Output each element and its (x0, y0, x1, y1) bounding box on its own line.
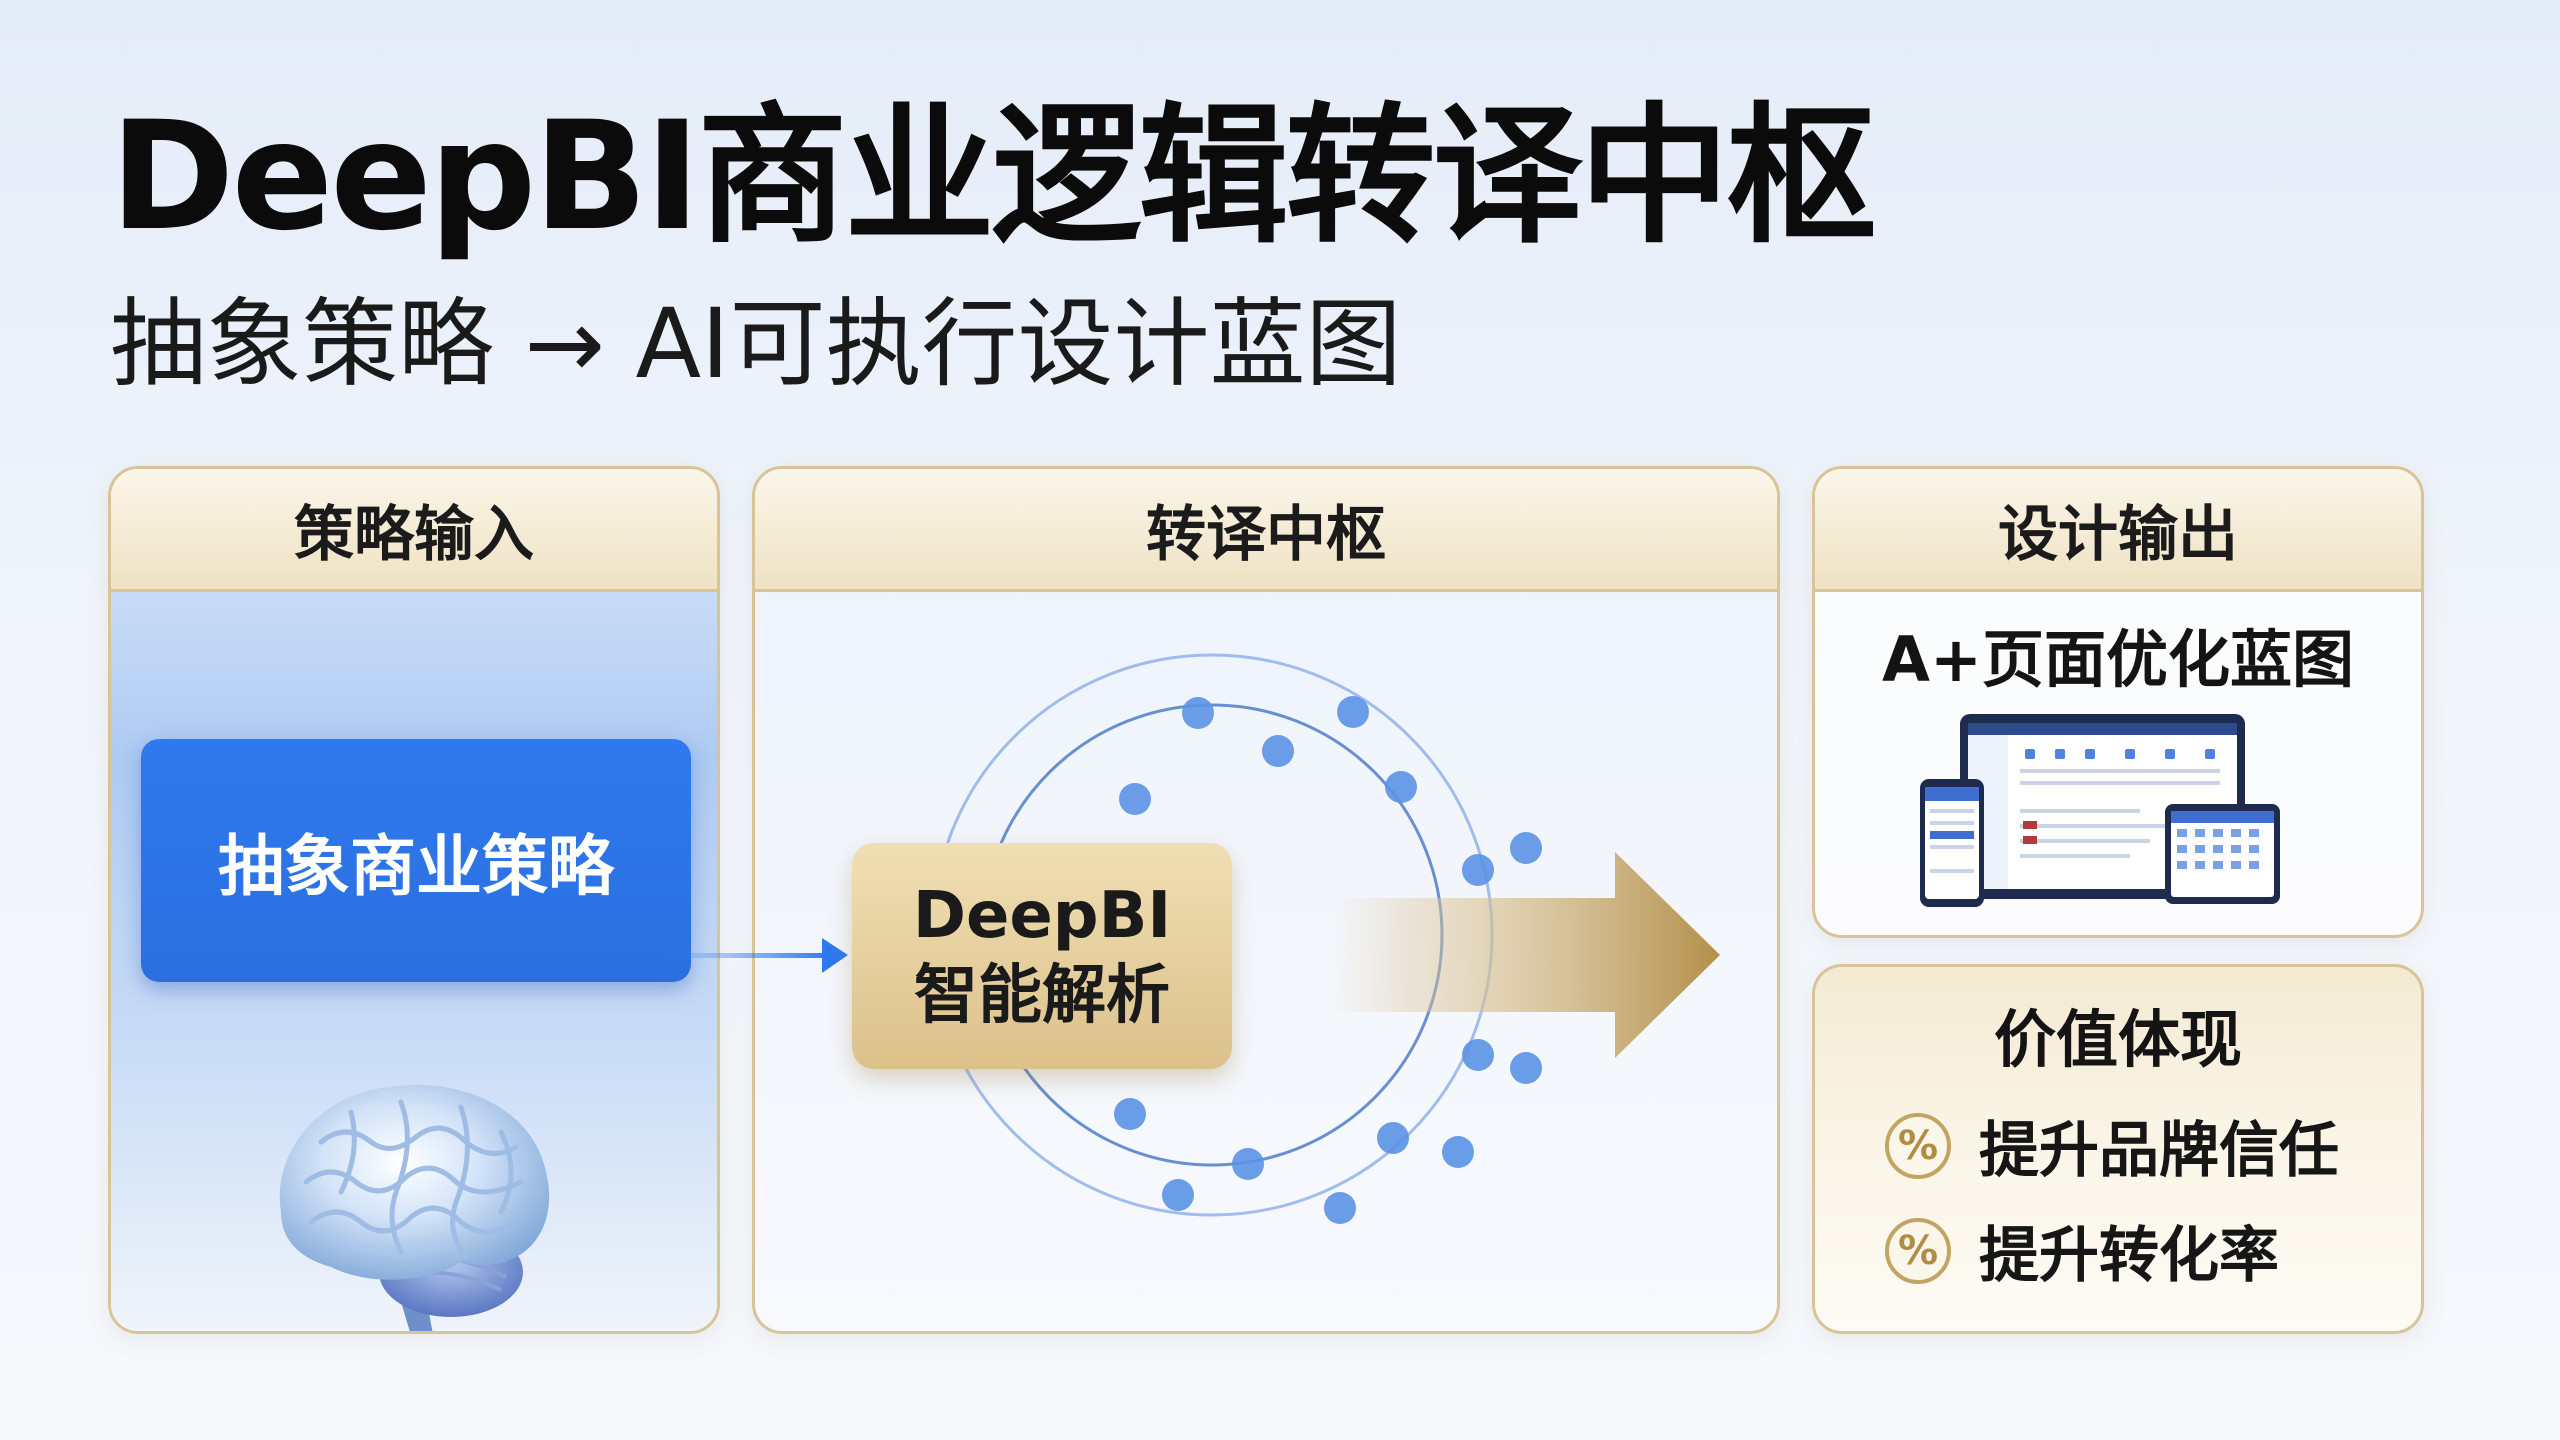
abstract-strategy-card: 抽象商业策略 (141, 739, 691, 982)
flow-arrow-gold (1330, 852, 1720, 1058)
page-subtitle: 抽象策略 → AI可执行设计蓝图 (110, 288, 1402, 400)
strategy-input-header: 策略输入 (111, 469, 717, 592)
value-item-label: 提升转化率 (1979, 1221, 2279, 1291)
page-title: DeepBI商业逻辑转译中枢 (110, 90, 1876, 264)
flow-arrow-blue (660, 938, 848, 973)
translation-hub-header: 转译中枢 (755, 469, 1777, 592)
core-card-line2: 智能解析 (914, 959, 1170, 1033)
percent-icon: % (1885, 1112, 1951, 1179)
brain-icon (279, 1084, 550, 1331)
core-card-line1: DeepBI (912, 879, 1172, 953)
value-panel: 价值体现 % 提升品牌信任 % 提升转化率 (1812, 964, 2424, 1334)
value-item-label: 提升品牌信任 (1979, 1116, 2339, 1186)
orbit-ring-icon (930, 653, 1542, 1224)
strategy-input-panel: 策略输入 抽象商业策略 (108, 466, 720, 1334)
percent-icon: % (1885, 1217, 1951, 1284)
strategy-input-body: 抽象商业策略 (111, 592, 717, 1331)
deepbi-core-card: DeepBI 智能解析 (852, 843, 1232, 1069)
optimization-blueprint-title: A+页面优化蓝图 (1882, 623, 2354, 696)
value-title: 价值体现 (1993, 1003, 2242, 1076)
design-output-header: 设计输出 (1815, 469, 2421, 592)
design-output-panel: 设计输出 A+页面优化蓝图 (1812, 466, 2424, 938)
devices-mockup-icon (1920, 714, 2280, 907)
value-item-conversion-rate: % 提升转化率 (1885, 1207, 2279, 1294)
value-item-brand-trust: % 提升品牌信任 (1885, 1102, 2339, 1189)
